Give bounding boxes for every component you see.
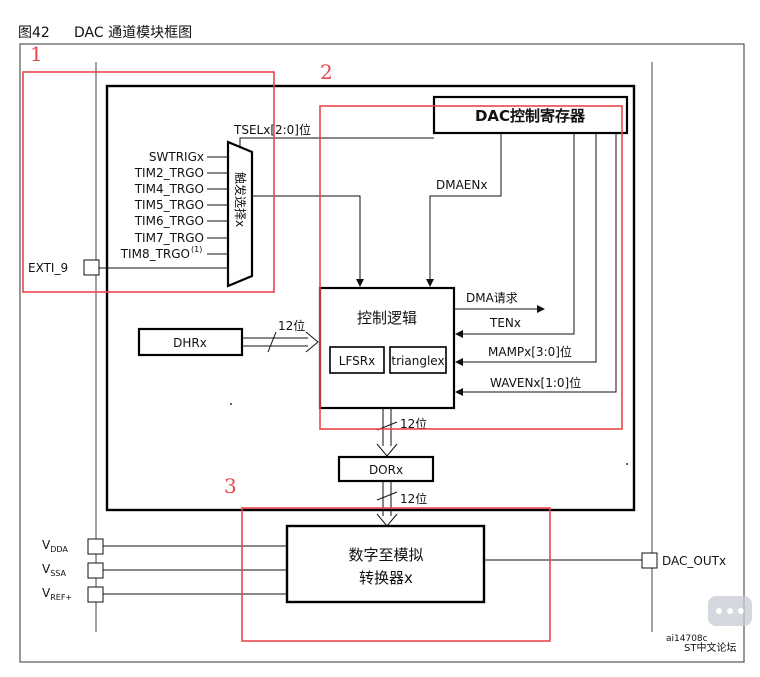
dac-output-pin	[641, 552, 658, 569]
control-logic-label: 控制逻辑	[357, 309, 417, 327]
dma-request-label: DMA请求	[466, 291, 518, 305]
highlight-region-1	[22, 71, 275, 293]
logic-to-dor-arrow	[376, 408, 398, 457]
trigger-input-tim5: TIM5_TRGO	[134, 198, 204, 212]
dhr-bus-arrow	[242, 331, 319, 353]
figure-ref-code: ai14708c	[666, 634, 708, 644]
region-3-number: 3	[224, 474, 237, 498]
ten-line	[455, 133, 575, 338]
logic-bits-label: 12位	[400, 416, 427, 431]
trigger-mux-label: 触发选择x	[233, 172, 248, 227]
exti-pin	[83, 259, 100, 276]
vssa-label: VSSA	[42, 562, 67, 578]
trigger-inputs: SWTRIGx TIM2_TRGO TIM4_TRGO TIM5_TRGO TI…	[120, 150, 228, 261]
trigger-footnote-mark: (1)	[191, 245, 202, 254]
exti-label: EXTI_9	[28, 261, 68, 275]
tsel-line	[239, 137, 434, 146]
figure-title: DAC 通道模块框图	[74, 25, 192, 41]
trigger-input-tim7: TIM7_TRGO	[134, 231, 204, 245]
watermark-text: ST中文论坛	[684, 641, 736, 654]
waven-line	[455, 133, 617, 396]
lfsr-box	[329, 346, 385, 374]
trigger-output-line	[252, 195, 364, 287]
dor-label: DORx	[369, 463, 403, 477]
highlight-region-3	[241, 507, 551, 642]
mamp-label: MAMPx[3:0]位	[488, 344, 572, 359]
vdda-pin	[87, 538, 104, 555]
dac-converter-block	[285, 524, 486, 604]
ten-label: TENx	[489, 316, 521, 330]
dor-bits-label: 12位	[400, 491, 427, 506]
dac-output-label: DAC_OUTx	[662, 554, 726, 568]
region-2-number: 2	[320, 60, 333, 84]
trigger-input-tim6: TIM6_TRGO	[134, 214, 204, 228]
waven-label: WAVENx[1:0]位	[490, 375, 581, 390]
chat-bubble-icon	[708, 596, 752, 626]
stray-dot	[230, 403, 232, 405]
vref-pin	[87, 586, 104, 603]
vdda-label: VDDA	[42, 538, 68, 554]
stray-dot	[626, 463, 628, 465]
mamp-line	[455, 133, 597, 366]
dac-converter-line1: 数字至模拟	[348, 546, 423, 564]
dmaen-line	[426, 133, 502, 287]
tsel-label: TSELx[2:0]位	[233, 122, 311, 137]
dor-block	[337, 455, 435, 483]
dac-converter-line2: 转换器x	[359, 569, 413, 587]
trigger-input-tim2: TIM2_TRGO	[134, 166, 204, 180]
trigger-input-tim8: TIM8_TRGO	[120, 247, 190, 261]
triangle-box	[389, 346, 447, 374]
vssa-pin	[87, 562, 104, 579]
dhr-bits-label: 12位	[278, 318, 305, 333]
dac-channel-block	[105, 84, 636, 512]
dor-to-dac-arrow	[376, 481, 398, 527]
dhr-block	[137, 327, 244, 357]
dac-control-register	[432, 95, 629, 135]
dmaen-label: DMAENx	[436, 178, 487, 192]
region-1-number: 1	[30, 42, 43, 66]
highlight-region-2	[319, 105, 623, 430]
dac-control-register-label: DAC控制寄存器	[475, 107, 586, 125]
triangle-label: trianglex	[391, 354, 444, 368]
trigger-input-swtrig: SWTRIGx	[149, 150, 204, 164]
outer-frame	[19, 43, 745, 663]
vref-label: VREF+	[42, 586, 72, 602]
dhr-label: DHRx	[173, 336, 207, 350]
exti-line	[99, 267, 229, 282]
trigger-input-tim4: TIM4_TRGO	[134, 182, 204, 196]
figure-number: 图42	[18, 25, 50, 41]
lfsr-label: LFSRx	[339, 354, 375, 368]
